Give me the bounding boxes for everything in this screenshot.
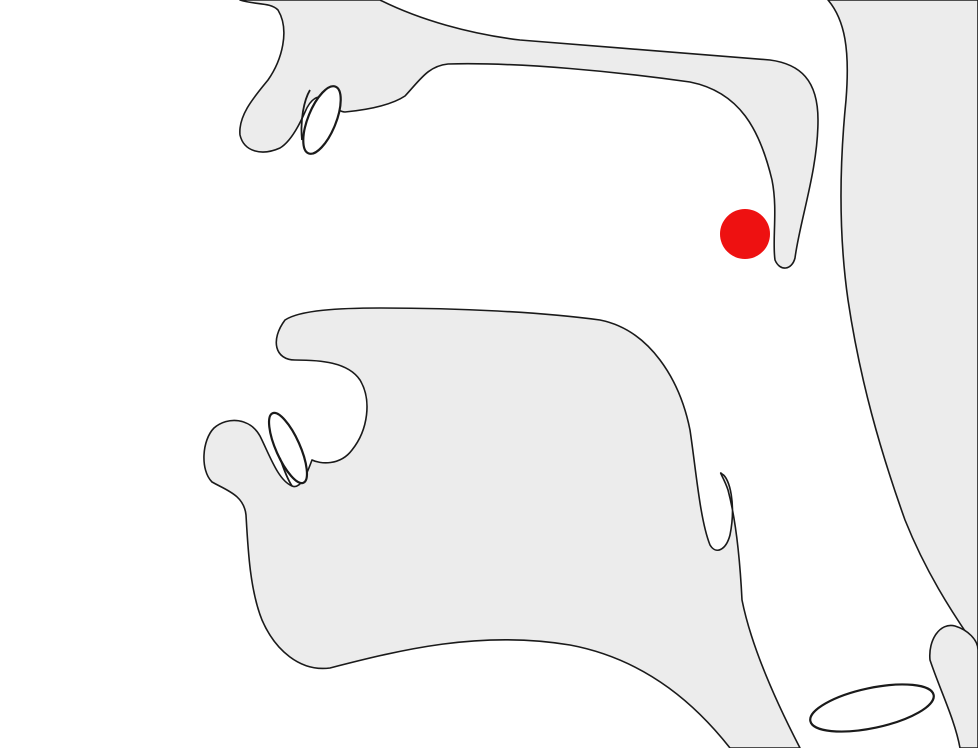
lower-teeth-inner-edge [279, 457, 293, 487]
lower-teeth [267, 411, 309, 485]
upper-lip-palate-velum [239, 0, 819, 269]
epiglottis [929, 624, 978, 748]
tongue-lower-lip-jaw [203, 307, 801, 748]
upper-teeth-inner-edge [300, 89, 311, 141]
upper-teeth [302, 85, 342, 155]
glottis [809, 683, 935, 733]
articulation-marker [720, 209, 770, 259]
pharynx-wall [827, 0, 978, 748]
